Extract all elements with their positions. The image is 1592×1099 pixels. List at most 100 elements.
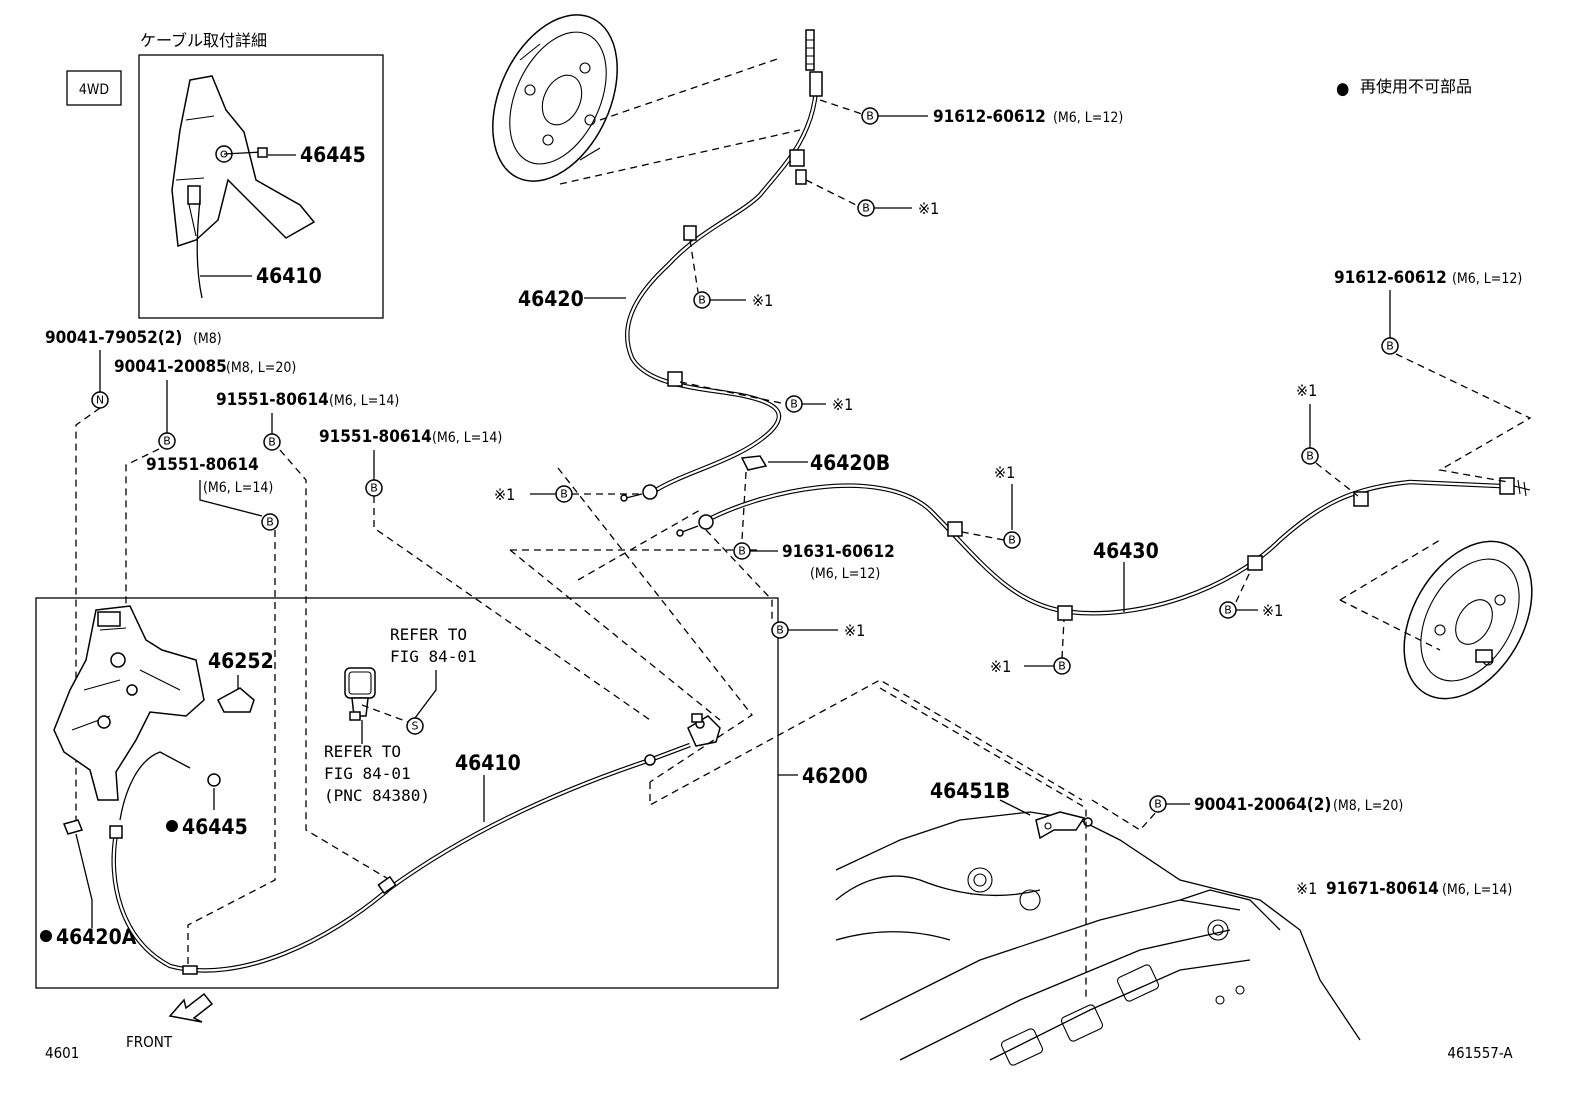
detail-frame bbox=[138, 54, 384, 319]
bracket bbox=[683, 225, 697, 241]
left-backing-plate bbox=[492, 14, 618, 182]
note-fastener-pn: 91671-80614 bbox=[1326, 879, 1439, 899]
refer-to-a-line2: FIG 84-01 bbox=[390, 647, 477, 666]
note-mark: ※1 bbox=[832, 395, 853, 414]
bolt-icon-letter: B bbox=[268, 436, 276, 449]
figure-code-right: 461557-A bbox=[1447, 1044, 1513, 1062]
drive-tag: 4WD bbox=[79, 82, 109, 98]
label-46410-detail: 46410 bbox=[256, 264, 322, 288]
bolt-icon-letter: B bbox=[1008, 534, 1016, 547]
fastener-91551-80614-c-pn: 91551-80614 bbox=[319, 427, 432, 447]
label-46430: 46430 bbox=[1093, 539, 1159, 563]
part-46420A bbox=[62, 819, 84, 835]
refer-to-a-line1: REFER TO bbox=[390, 625, 467, 644]
note-mark: ※1 bbox=[844, 621, 865, 640]
nut-icon-letter: N bbox=[96, 394, 104, 407]
bolt-icon-letter: B bbox=[1058, 660, 1066, 673]
inner-cable bbox=[119, 751, 191, 821]
fastener-90041-79052-spec: (M8) bbox=[193, 331, 222, 347]
cable-end-right bbox=[698, 514, 714, 530]
label-46410: 46410 bbox=[455, 751, 521, 775]
fastener-91612-60612-b-spec: (M6, L=12) bbox=[1452, 271, 1522, 287]
fastener-90041-20064-spec: (M8, L=20) bbox=[1333, 798, 1403, 814]
bolt-icon-letter: B bbox=[1224, 604, 1232, 617]
pedal-assembly bbox=[53, 605, 205, 801]
legend-text: 再使用不可部品 bbox=[1360, 77, 1472, 96]
nonreusable-dot bbox=[40, 930, 52, 942]
fastener-91612-60612-a-pn: 91612-60612 bbox=[933, 107, 1046, 127]
label-46420B: 46420B bbox=[810, 451, 890, 475]
note-mark: ※1 bbox=[990, 657, 1011, 676]
label-46451B: 46451B bbox=[930, 779, 1010, 803]
fastener-91551-80614-b-pn: 91551-80614 bbox=[146, 455, 259, 475]
label-46420A: 46420A bbox=[56, 925, 137, 949]
fastener-91551-80614-a-pn: 91551-80614 bbox=[216, 390, 329, 410]
right-backing-plate bbox=[1403, 540, 1533, 700]
front-arrow-icon bbox=[168, 992, 214, 1023]
clip-46445 bbox=[207, 773, 221, 787]
fastener-91631-60612-spec: (M6, L=12) bbox=[810, 566, 880, 582]
screw-icon-letter: S bbox=[412, 720, 419, 733]
bolt-icon-letter: B bbox=[370, 482, 378, 495]
cable-46430-end-fitting bbox=[1499, 477, 1531, 497]
figure-code-left: 4601 bbox=[45, 1044, 79, 1062]
fastener-91631-60612-pn: 91631-60612 bbox=[782, 542, 895, 562]
cable-46420 bbox=[624, 89, 819, 492]
bolt-icon-letter: B bbox=[776, 624, 784, 637]
bracket bbox=[667, 371, 683, 387]
label-46445-detail: 46445 bbox=[300, 143, 366, 167]
bolt-icon bbox=[1381, 337, 1399, 355]
part-46420B bbox=[740, 455, 768, 471]
fastener-90041-20064-pn: 90041-20064(2) bbox=[1194, 795, 1331, 815]
brake-switch-actuator bbox=[344, 667, 376, 721]
bolt-icon bbox=[261, 513, 279, 531]
note-mark: ※1 bbox=[1296, 879, 1317, 898]
bolt-icon-letter: B bbox=[862, 202, 870, 215]
part-46252 bbox=[217, 687, 255, 713]
assembly-46200-frame bbox=[35, 597, 779, 989]
bolt-icon-letter: B bbox=[560, 488, 568, 501]
refer-to-b-line1: REFER TO bbox=[324, 742, 401, 761]
bolt-icon-letter: B bbox=[266, 516, 274, 529]
cable-equalizer bbox=[687, 713, 721, 747]
detail-cable bbox=[196, 199, 203, 299]
fastener-91551-80614-a-spec: (M6, L=14) bbox=[329, 393, 399, 409]
label-46252: 46252 bbox=[208, 649, 274, 673]
part-46451B bbox=[1035, 811, 1086, 840]
bolt-icon-letter: B bbox=[698, 294, 706, 307]
fastener-90041-79052-pn: 90041-79052(2) bbox=[45, 328, 182, 348]
fastener-91612-60612-b-pn: 91612-60612 bbox=[1334, 268, 1447, 288]
fastener-90041-20085-spec: (M8, L=20) bbox=[226, 360, 296, 376]
bolt-icon bbox=[1301, 447, 1319, 465]
bracket bbox=[947, 521, 963, 537]
bolt-icon-letter: B bbox=[1154, 798, 1162, 811]
refer-to-b-line2: FIG 84-01 bbox=[324, 764, 411, 783]
note-mark: ※1 bbox=[918, 199, 939, 218]
bolt-icon-letter: B bbox=[790, 398, 798, 411]
note-mark: ※1 bbox=[494, 485, 515, 504]
label-46445: 46445 bbox=[182, 815, 248, 839]
bolt-icon-letter: B bbox=[163, 435, 171, 448]
fastener-91612-60612-a-spec: (M6, L=12) bbox=[1053, 110, 1123, 126]
fastener-90041-20085-pn: 90041-20085 bbox=[114, 357, 227, 377]
note-fastener-spec: (M6, L=14) bbox=[1442, 882, 1512, 898]
refer-to-b-line3: (PNC 84380) bbox=[324, 786, 430, 805]
bolt-icon-letter: B bbox=[866, 110, 874, 123]
bolt-icon-letter: B bbox=[1386, 340, 1394, 353]
fastener-91551-80614-b-spec: (M6, L=14) bbox=[203, 480, 273, 496]
bracket bbox=[1057, 605, 1073, 621]
note-mark: ※1 bbox=[994, 463, 1015, 482]
detail-title: ケーブル取付詳細 bbox=[140, 31, 267, 50]
bracket bbox=[1247, 555, 1263, 571]
legend-dot: ● bbox=[1336, 79, 1349, 99]
note-mark: ※1 bbox=[752, 291, 773, 310]
bolt-icon bbox=[158, 432, 176, 450]
bolt-icon-letter: B bbox=[738, 545, 746, 558]
bolt-icon-letter: B bbox=[1306, 450, 1314, 463]
bracket bbox=[789, 149, 805, 167]
front-label: FRONT bbox=[126, 1033, 173, 1051]
floor-panel bbox=[835, 811, 1361, 1066]
label-46420: 46420 bbox=[518, 287, 584, 311]
fastener-91551-80614-c-spec: (M6, L=14) bbox=[432, 430, 502, 446]
